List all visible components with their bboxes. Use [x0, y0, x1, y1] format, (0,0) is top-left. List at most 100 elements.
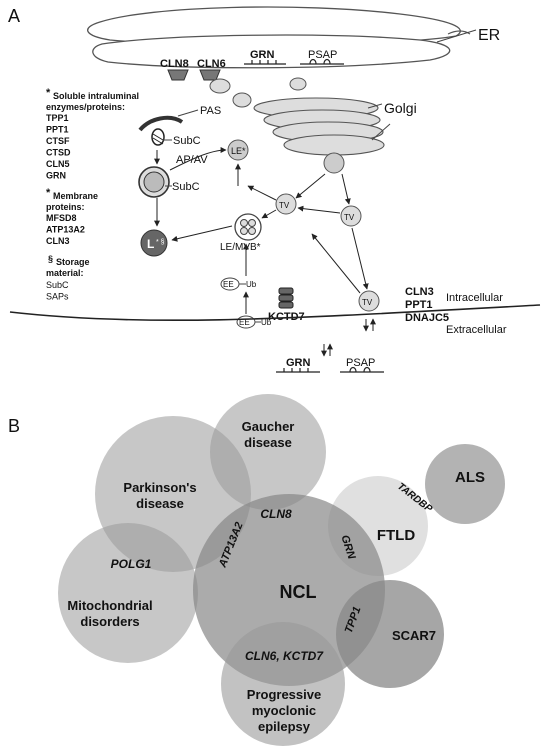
circle-pme [221, 622, 345, 746]
er-grn-label: GRN [250, 49, 275, 61]
er-grn-shape [244, 60, 286, 65]
legend-membrane-title-2: proteins: [46, 202, 85, 212]
pathway-arrows [154, 147, 376, 357]
transport-vesicle [340, 205, 362, 227]
ncl-label: NCL [280, 582, 317, 602]
venn-circles [58, 394, 505, 746]
ftld-label: FTLD [377, 527, 415, 544]
legend-storage-list: SubC SAPs [46, 280, 69, 302]
subc-hatch [152, 133, 164, 145]
tv-label: TV [279, 201, 290, 210]
mito-label-1: Mitochondrial [67, 598, 152, 613]
tv-label: TV [344, 213, 355, 222]
secreted-protein: PPT1 [405, 299, 433, 311]
legend-storage-item: SubC [46, 280, 69, 290]
pme-label-1: Progressive [247, 687, 321, 702]
ee-label: EE [239, 318, 250, 327]
cln6-label: CLN6 [197, 58, 226, 70]
circle-scar7 [336, 580, 444, 688]
plasma-membrane [9, 304, 541, 322]
transport-vesicle [275, 193, 297, 215]
legend-soluble-item: CTSD [46, 148, 71, 158]
legend-soluble-item: TPP1 [46, 113, 69, 123]
parkinsons-label-1: Parkinson's [123, 480, 196, 495]
er-psap-shape [300, 58, 344, 65]
subc-label-1: SubC [173, 135, 201, 147]
er-psap-label: PSAP [308, 49, 337, 61]
legend-storage-title-2: material: [46, 268, 84, 278]
extracellular-grn-shape [276, 368, 320, 373]
legend-storage-title-1: Storage [56, 257, 90, 267]
legend-soluble-item: CTSF [46, 136, 70, 146]
legend-membrane-item: ATP13A2 [46, 225, 85, 235]
extracellular-label: Extracellular [446, 324, 507, 336]
circle-gaucher [210, 394, 326, 510]
le-mvb-label: LE/MVB* [220, 242, 261, 253]
ub-label: Ub [246, 280, 257, 289]
subc-label-2: SubC [172, 181, 200, 193]
circle-als [425, 444, 505, 524]
scar7-label: SCAR7 [392, 628, 436, 643]
extracellular-psap-shape [340, 366, 384, 373]
ub-label: Ub [261, 318, 272, 327]
secreted-protein: CLN3 [405, 286, 434, 298]
golgi-label-line [371, 123, 391, 141]
autophagosome-inner [143, 171, 165, 193]
kctd7-protein-shape [278, 287, 294, 309]
er-label-line [436, 29, 477, 43]
gene-polg1: POLG1 [111, 557, 152, 571]
parkinsons-label-2: disease [136, 496, 184, 511]
panel-b-letter: B [8, 416, 20, 436]
legend-membrane-item: MFSD8 [46, 213, 77, 223]
lysosome [140, 229, 168, 257]
golgi-stack [253, 97, 385, 156]
extracellular-psap-label: PSAP [346, 357, 375, 369]
legend-soluble-title-1: Soluble intraluminal [53, 91, 139, 101]
pas-label: PAS [200, 105, 221, 117]
legend-membrane-title-1: Membrane [53, 191, 98, 201]
golgi-label: Golgi [384, 100, 417, 116]
ee-label: EE [223, 280, 234, 289]
transport-vesicle [358, 290, 380, 312]
cln6-protein-shape [199, 69, 221, 81]
legend-storage-item: SAPs [46, 292, 69, 302]
legend-soluble-item: CLN5 [46, 159, 70, 169]
golgi-vesicle [323, 152, 345, 174]
gene-cln8: CLN8 [260, 507, 292, 521]
panel-a-letter: A [8, 6, 20, 26]
mito-label-2: disorders [80, 614, 139, 629]
gene-cln6-kctd7: CLN6, KCTD7 [245, 649, 324, 663]
er-label: ER [478, 27, 500, 44]
le-star-label: LE* [231, 146, 246, 156]
le-mvb-vesicles [240, 219, 256, 235]
cln8-label: CLN8 [160, 58, 189, 70]
legend-soluble-item: PPT1 [46, 125, 69, 135]
pme-label-2: myoclonic [252, 703, 316, 718]
vesicle [209, 78, 231, 94]
legend-membrane-item: CLN3 [46, 236, 70, 246]
lysosome-mark: * § [156, 239, 165, 246]
pas-label-line [177, 109, 199, 117]
intracellular-label: Intracellular [446, 292, 503, 304]
vesicle [232, 92, 252, 108]
pme-label-3: epilepsy [258, 719, 311, 734]
als-label: ALS [455, 469, 485, 486]
vesicle [289, 77, 307, 91]
gaucher-label-2: disease [244, 435, 292, 450]
le-mvb [234, 213, 262, 241]
lysosome-label: L [147, 237, 154, 251]
legend-soluble-item: GRN [46, 171, 66, 181]
late-endosome [227, 139, 249, 161]
secreted-protein: DNAJC5 [405, 312, 449, 324]
gaucher-label-1: Gaucher [242, 419, 295, 434]
legend-soluble-title-2: enzymes/proteins: [46, 102, 125, 112]
legend-asterisk: * [46, 87, 51, 99]
extracellular-grn-label: GRN [286, 357, 311, 369]
er-membranes [87, 6, 471, 69]
legend-asterisk: * [46, 187, 51, 199]
legend: * Soluble intraluminal enzymes/proteins:… [46, 87, 139, 302]
